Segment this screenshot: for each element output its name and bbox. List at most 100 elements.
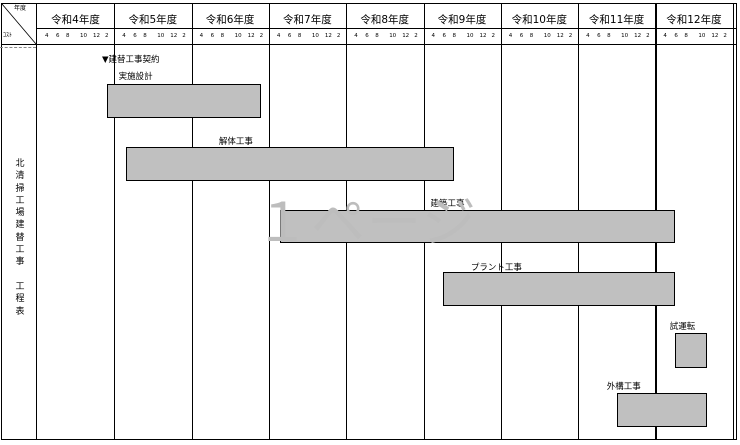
task-bar-5: [674, 333, 708, 368]
task-bar-label-1: 実施設計: [118, 72, 153, 82]
month-tick-label: 4: [431, 33, 436, 39]
month-tick-label: 10: [621, 33, 629, 39]
month-tick-label: 8: [452, 33, 457, 39]
year-column-divider: [114, 4, 116, 439]
page-watermark: １ページ: [255, 191, 478, 254]
month-tick-label: 2: [568, 33, 573, 39]
task-bar-6: [616, 393, 708, 427]
task-bar-1: [106, 84, 262, 118]
year-header-5: 令和8年度: [360, 14, 410, 26]
month-tick-label: 10: [234, 33, 242, 39]
month-tick-label: 8: [220, 33, 225, 39]
month-tick-label: 2: [646, 33, 650, 39]
label-column-divider: [36, 4, 37, 439]
year-column-divider: [191, 4, 193, 439]
month-tick-label: 4: [122, 33, 126, 39]
month-tick-label: 6: [597, 33, 601, 39]
month-tick-label: 12: [247, 33, 255, 39]
year-header-3: 令和6年度: [205, 14, 255, 26]
month-tick-label: 2: [105, 33, 109, 39]
month-tick-label: 6: [210, 33, 215, 39]
year-column-divider: [268, 4, 270, 439]
chart-frame: [1, 3, 737, 440]
task-bar-label-4: プラント工事: [470, 263, 522, 273]
month-tick-label: 2: [259, 33, 264, 39]
month-tick-label: 8: [375, 33, 379, 39]
month-tick-label: 4: [45, 33, 49, 39]
month-tick-label: 6: [519, 33, 524, 39]
task-bar-label-6: 外構工事: [606, 382, 641, 392]
month-tick-label: 8: [297, 33, 302, 39]
month-tick-label: 6: [442, 33, 447, 39]
month-tick-label: 6: [287, 33, 292, 39]
month-tick-label: 12: [402, 33, 410, 39]
month-tick-label: 4: [354, 33, 358, 39]
task-bar-label-3: 建築工事: [430, 199, 465, 209]
month-tick-label: 12: [93, 33, 100, 39]
month-tick-label: 2: [182, 33, 186, 39]
year-header-9: 令和12年度: [666, 14, 722, 26]
task-bar-2: [125, 147, 455, 181]
month-tick-label: 6: [133, 33, 137, 39]
month-tick-label: 2: [414, 33, 418, 39]
month-tick-label: 4: [663, 33, 667, 39]
year-header-2: 令和5年度: [128, 14, 178, 26]
month-tick-label: 12: [170, 33, 178, 39]
chart-side-title: 北清掃工場建替工事 工程表: [15, 159, 25, 317]
month-tick-label: 2: [491, 33, 496, 39]
month-tick-label: 10: [389, 33, 397, 39]
year-header-7: 令和10年度: [511, 14, 567, 26]
month-tick-label: 8: [529, 33, 534, 39]
month-tick-label: 4: [508, 33, 513, 39]
month-tick-label: 12: [556, 33, 564, 39]
task-bar-4: [442, 272, 675, 306]
month-tick-label: 6: [674, 33, 678, 39]
year-header-6: 令和9年度: [437, 14, 487, 26]
task-bar-label-2: 解体工事: [218, 137, 253, 147]
month-tick-label: 4: [199, 33, 204, 39]
month-tick-label: 8: [607, 33, 611, 39]
month-tick-label: 2: [336, 33, 341, 39]
month-tick-label: 10: [311, 33, 319, 39]
year-header-1: 令和4年度: [51, 14, 100, 26]
month-tick-label: 8: [684, 33, 688, 39]
month-tick-label: 2: [723, 33, 727, 39]
month-tick-label: 6: [365, 33, 369, 39]
month-tick-label: 10: [157, 33, 165, 39]
month-tick-label: 12: [634, 33, 642, 39]
month-tick-label: 6: [56, 33, 60, 39]
header-bottom-line: [2, 44, 737, 45]
milestone-contract-label: ▼建替工事契約: [102, 55, 160, 65]
header-corner-cell: [2, 4, 36, 44]
task-bar-label-5: 試運転: [669, 322, 696, 332]
year-header-8: 令和11年度: [588, 14, 645, 26]
month-tick-label: 12: [711, 33, 719, 39]
year-header-4: 令和7年度: [283, 14, 332, 26]
month-tick-label: 12: [479, 33, 487, 39]
month-tick-label: 10: [466, 33, 474, 39]
corner-diagonal: [2, 4, 36, 44]
month-tick-label: 10: [543, 33, 551, 39]
dashed-marker: [0, 47, 36, 48]
month-tick-label: 4: [586, 33, 590, 39]
month-tick-label: 12: [324, 33, 332, 39]
month-tick-label: 4: [276, 33, 281, 39]
corner-year-label: 年度: [14, 5, 27, 12]
month-tick-label: 10: [80, 33, 87, 39]
month-tick-label: 10: [698, 33, 706, 39]
year-column-divider: [732, 4, 734, 439]
corner-cost-label: ｺｽﾄ: [3, 32, 13, 39]
header-divider: [36, 28, 736, 29]
task-bar-3: [280, 210, 675, 243]
month-tick-label: 8: [143, 33, 147, 39]
